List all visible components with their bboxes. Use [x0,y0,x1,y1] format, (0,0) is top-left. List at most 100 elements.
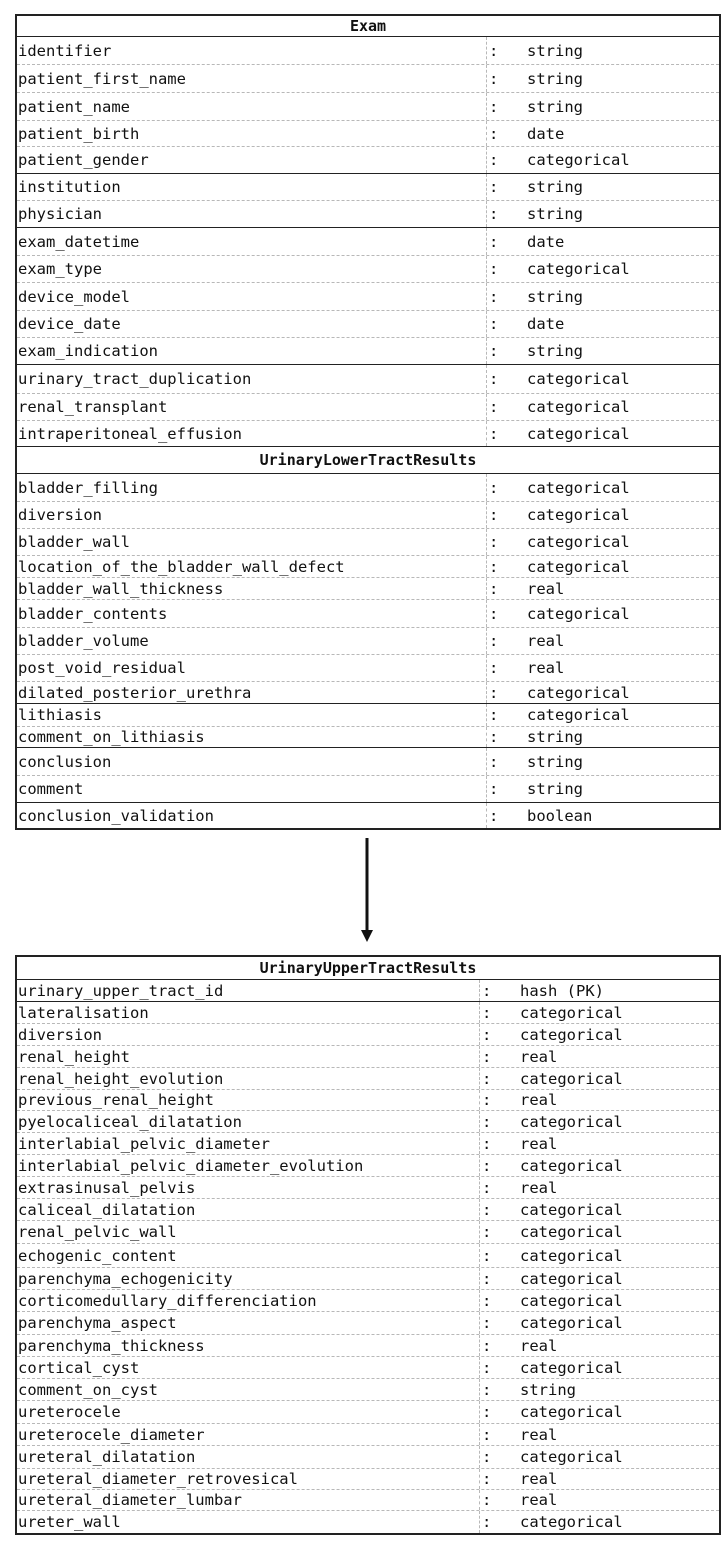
field-separator: : [489,659,499,677]
field-name: echogenic_content [17,1244,480,1267]
field-separator: : [482,1134,492,1153]
field-name: comment_on_cyst [17,1379,480,1400]
field-type: string [520,1380,576,1399]
field-type: boolean [527,806,593,825]
field-separator: : [489,728,499,746]
table-row: device_model:string [17,283,719,311]
field-separator: : [482,1112,492,1131]
field-type: date [527,124,565,143]
field-separator: : [489,315,499,333]
field-type: categorical [520,1003,623,1022]
field-type: categorical [520,1358,623,1377]
table-row: bladder_volume:real [17,628,719,655]
table-row: physician:string [17,201,719,228]
field-separator: : [489,806,499,825]
field-type: string [527,728,583,746]
field-name: dilated_posterior_urethra [17,682,487,703]
table-row: exam_type:categorical [17,256,719,283]
field-separator: : [482,1336,492,1355]
field-name: renal_pelvic_wall [17,1221,480,1243]
field-separator: : [482,1246,492,1265]
table-row: extrasinusal_pelvis:real [17,1177,719,1199]
field-separator: : [482,1025,492,1044]
field-separator: : [482,1047,492,1066]
table-row: pyelocaliceal_dilatation:categorical [17,1111,719,1133]
field-type: real [520,1470,558,1488]
field-type: categorical [527,706,630,724]
table-row: bladder_contents:categorical [17,600,719,628]
field-separator: : [482,1091,492,1109]
field-name: pyelocaliceal_dilatation [17,1111,480,1132]
table-row: location_of_the_bladder_wall_defect:cate… [17,556,719,578]
field-type: real [520,1425,558,1444]
table-row: comment_on_lithiasis:string [17,727,719,748]
field-separator: : [489,604,499,623]
field-name: ureter_wall [17,1511,480,1533]
field-separator: : [489,124,499,143]
field-separator: : [489,370,499,388]
table-row: renal_height:real [17,1046,719,1068]
table-row: previous_renal_height:real [17,1090,719,1111]
table-row: echogenic_content: categorical [17,1244,719,1268]
field-name: ureterocele_diameter [17,1424,480,1445]
field-separator: : [482,1291,492,1310]
field-type: categorical [527,478,630,497]
field-name: caliceal_dilatation [17,1199,480,1220]
field-type: categorical [520,1246,623,1265]
field-name: parenchyma_aspect [17,1312,480,1334]
field-separator: : [482,1448,492,1466]
field-name: ureterocele [17,1401,480,1423]
field-name: urinary_upper_tract_id [17,980,480,1001]
field-type: string [527,287,583,306]
field-type: categorical [520,1223,623,1241]
field-type: real [527,632,565,650]
field-type: categorical [520,1069,623,1088]
field-name: location_of_the_bladder_wall_defect [17,556,487,577]
field-separator: : [489,478,499,497]
table-row: comment:string [17,776,719,803]
field-name: patient_first_name [17,65,487,92]
table-row: renal_transplant:categorical [17,394,719,421]
table-row: intraperitoneal_effusion:categorical [17,421,719,447]
field-name: comment [17,776,487,802]
field-separator: : [489,41,499,60]
field-separator: : [489,342,499,360]
field-type: categorical [527,398,630,416]
field-name: interlabial_pelvic_diameter [17,1133,480,1154]
table-row: caliceal_dilatation:categorical [17,1199,719,1221]
table-row: parenchyma_echogenicity:categorical [17,1268,719,1290]
field-type: categorical [520,1403,623,1421]
table-row: exam_indication:string [17,338,719,365]
field-type: real [520,1178,558,1197]
field-type: date [527,315,565,333]
field-type: categorical [527,151,630,169]
table-row: diversion:categorical [17,502,719,529]
field-name: device_model [17,283,487,310]
field-separator: : [489,632,499,650]
field-type: string [527,178,583,196]
table-row: institution:string [17,174,719,201]
exam-lower-tract-table: Exam identifier:string patient_first_nam… [15,14,721,830]
field-name: post_void_residual [17,655,487,681]
field-separator: : [482,1003,492,1022]
field-type: string [527,69,583,88]
table-row: ureteral_dilatation:categorical [17,1446,719,1469]
field-separator: : [482,1200,492,1219]
table-row: parenchyma_aspect:categorical [17,1312,719,1335]
field-name: diversion [17,502,487,528]
field-type: categorical [527,557,630,576]
table-row: patient_first_name:string [17,65,719,93]
lower-tract-table-title: UrinaryLowerTractResults [17,447,719,474]
field-name: bladder_contents [17,600,487,627]
field-name: intraperitoneal_effusion [17,421,487,446]
field-separator: : [489,533,499,551]
field-separator: : [489,205,499,223]
table-row: device_date:date [17,311,719,338]
field-separator: : [489,178,499,196]
field-name: exam_type [17,256,487,282]
field-type: date [527,232,565,251]
table-row: ureterocele:categorical [17,1401,719,1424]
table-row: interlabial_pelvic_diameter:real [17,1133,719,1155]
field-separator: : [489,752,499,771]
